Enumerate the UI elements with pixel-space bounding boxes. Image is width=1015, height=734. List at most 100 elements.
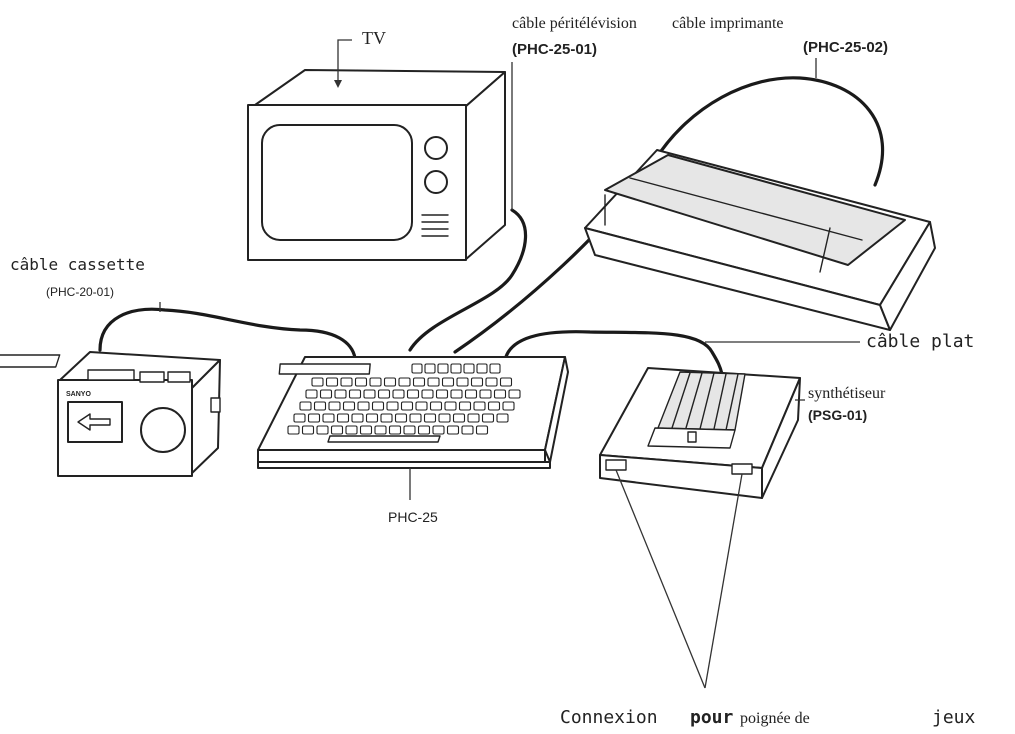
cassette-brand-label: SANYO [66, 391, 91, 398]
function-key [438, 364, 448, 373]
function-key [412, 364, 422, 373]
function-key [490, 364, 500, 373]
keyboard-key [477, 426, 488, 434]
keyboard-key [385, 378, 396, 386]
keyboard-key [416, 402, 427, 410]
computer-icon [258, 357, 568, 468]
keyboard-key [503, 402, 514, 410]
keyboard-key [341, 378, 352, 386]
keyboard-key [327, 378, 338, 386]
function-key [451, 364, 461, 373]
tv-cable-label: câble péritélévision [512, 15, 637, 32]
keyboard-key [497, 414, 508, 422]
tv-cable-code-label: (PHC-25-01) [512, 41, 597, 58]
keyboard-key [495, 390, 506, 398]
keyboard-key [379, 390, 390, 398]
keyboard-key [373, 402, 384, 410]
keyboard-key [474, 402, 485, 410]
joystick-label-poignee: poignée de [740, 710, 810, 727]
keyboard-key [356, 378, 367, 386]
computer-label: PHC-25 [388, 509, 438, 525]
cassette-cable-code-label: (PHC-20-01) [46, 285, 114, 299]
joystick-label-pour: pour [690, 707, 734, 728]
keyboard-key [317, 426, 328, 434]
keyboard-key [486, 378, 497, 386]
keyboard-key [404, 426, 415, 434]
printer-cable-label: câble imprimante [672, 15, 784, 32]
keyboard-key [367, 414, 378, 422]
synth-code-label: (PSG-01) [808, 407, 867, 423]
keyboard-key [358, 402, 369, 410]
keyboard-key [419, 426, 430, 434]
keyboard-key [431, 402, 442, 410]
keyboard-key [370, 378, 381, 386]
keyboard-key [399, 378, 410, 386]
keyboard-key [468, 414, 479, 422]
joystick-line-left [616, 470, 705, 688]
keyboard-key [483, 414, 494, 422]
function-key [425, 364, 435, 373]
keyboard-key [410, 414, 421, 422]
keyboard-key [402, 402, 413, 410]
keyboard-key [364, 390, 375, 398]
keyboard-key [480, 390, 491, 398]
keyboard-key [454, 414, 465, 422]
keyboard-key [390, 426, 401, 434]
keyboard-key [509, 390, 520, 398]
flat-cable-label: câble plat [866, 331, 974, 352]
synthesizer-icon [600, 368, 800, 498]
keyboard-key [396, 414, 407, 422]
keyboard-key [309, 414, 320, 422]
keyboard-key [414, 378, 425, 386]
keyboard-key [422, 390, 433, 398]
tv-icon [248, 70, 505, 260]
synth-label: synthétiseur [808, 385, 886, 402]
keyboard-key [352, 414, 363, 422]
keyboard-key [425, 414, 436, 422]
joystick-line-right [705, 474, 742, 688]
keyboard-key [448, 426, 459, 434]
keyboard-key [443, 378, 454, 386]
function-key [477, 364, 487, 373]
keyboard-key [323, 414, 334, 422]
keyboard-key [350, 390, 361, 398]
keyboard-key [428, 378, 439, 386]
keyboard-key [439, 414, 450, 422]
cassette-cable-label: câble cassette [10, 255, 145, 274]
keyboard-key [460, 402, 471, 410]
keyboard-key [408, 390, 419, 398]
keyboard-key [462, 426, 473, 434]
keyboard-key [433, 426, 444, 434]
keyboard-key [445, 402, 456, 410]
keyboard-key [329, 402, 340, 410]
keyboard-key [387, 402, 398, 410]
keyboard-key [338, 414, 349, 422]
keyboard-key [300, 402, 311, 410]
keyboard-key [306, 390, 317, 398]
keyboard-key [472, 378, 483, 386]
keyboard-key [335, 390, 346, 398]
keyboard-key [312, 378, 323, 386]
cassette-recorder-icon [0, 352, 220, 476]
keyboard-key [393, 390, 404, 398]
keyboard-key [437, 390, 448, 398]
function-key [464, 364, 474, 373]
printer-icon [585, 150, 935, 330]
keyboard-key [303, 426, 314, 434]
joystick-label-jeux: jeux [932, 707, 976, 728]
keyboard-key [288, 426, 299, 434]
joystick-port-right [732, 464, 752, 474]
keyboard-key [332, 426, 343, 434]
keyboard-key [501, 378, 512, 386]
keyboard-key [381, 414, 392, 422]
printer-cable-code-label: (PHC-25-02) [803, 39, 888, 56]
cassette-cable [100, 309, 355, 358]
joystick-port-left [606, 460, 626, 470]
keyboard-key [457, 378, 468, 386]
keyboard-key [344, 402, 355, 410]
tv-label: TV [362, 28, 386, 48]
keyboard-key [315, 402, 326, 410]
keyboard-key [346, 426, 357, 434]
